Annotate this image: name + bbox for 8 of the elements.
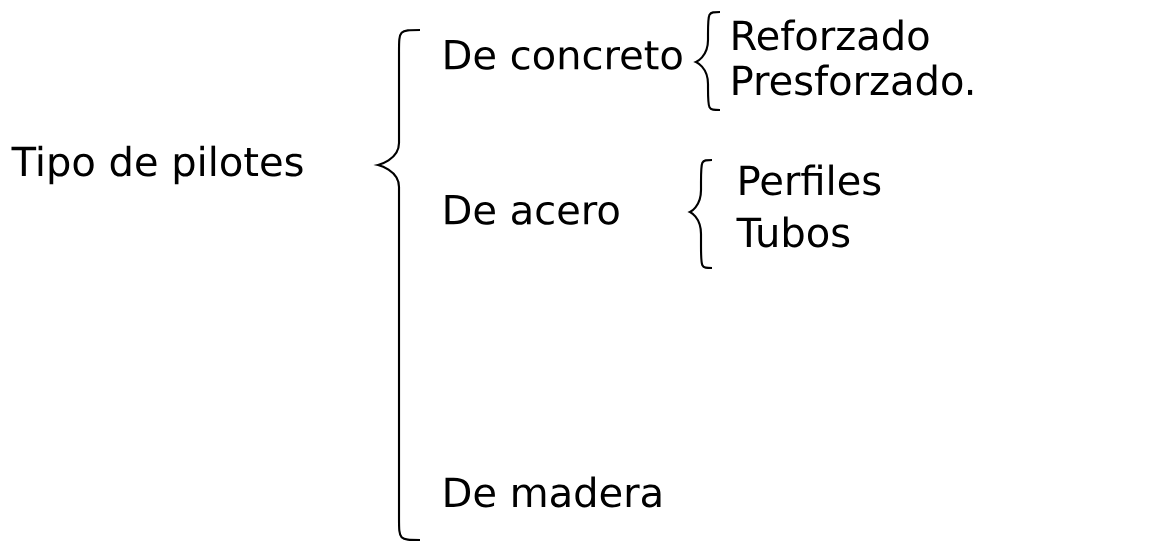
label-text: Perfiles	[740, 164, 881, 196]
label-text: Tubos	[736, 216, 850, 248]
label-text: Presforzado.	[733, 64, 973, 96]
label-text: De madera	[445, 476, 661, 508]
label-text: De acero	[445, 195, 619, 225]
label-text: De concreto	[445, 40, 682, 70]
label-text: Tipo de pilotes	[11, 145, 303, 185]
label-text: Reforzado	[733, 19, 929, 51]
